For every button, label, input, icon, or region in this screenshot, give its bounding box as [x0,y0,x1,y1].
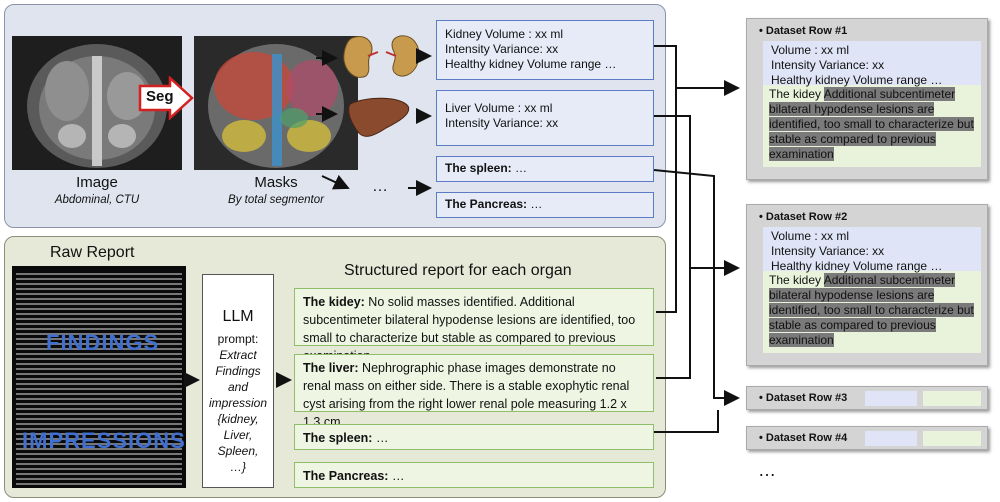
spleen-report-box: The spleen: … [294,424,654,450]
pancreas-report-box: The Pancreas: … [294,462,654,488]
spleen-report-label: The spleen: [303,431,373,445]
dataset-row-3: • Dataset Row #3 [746,386,988,410]
spleen-box-text: … [511,161,528,175]
raw-report-title: Raw Report [50,244,135,261]
dataset-row-features-placeholder [865,391,917,406]
raw-report-image [12,266,186,488]
dataset-row-report-placeholder [923,391,981,406]
spleen-features-box: The spleen: … [436,156,654,182]
kidney-icon [343,35,420,78]
liver-icon [348,97,410,137]
dataset-row-title: • Dataset Row #2 [759,211,848,223]
dataset-row-report: The kidey Additional subcentimeter bilat… [763,85,981,167]
liver-feature-line: Liver Volume : xx ml [445,101,553,115]
liver-feature-line: Intensity Variance: xx [445,116,559,130]
kidney-report-box: The kidey: No solid masses identified. A… [294,288,654,363]
pancreas-box-label: The Pancreas: [445,197,528,211]
seg-arrow-icon [138,76,194,120]
findings-label: FINDINGS [46,330,160,355]
pancreas-box-text: … [527,197,543,211]
masks-caption: Masks [254,174,298,191]
pancreas-report-label: The Pancreas: [303,469,389,483]
kidney-report-label: The kidey: [303,295,365,309]
llm-title: LLM [222,308,254,325]
report-text-lines [12,266,186,485]
pancreas-report-text: … [388,469,405,483]
dataset-row-title: • Dataset Row #1 [759,25,848,37]
kidney-report-text: No solid masses identified. Additional s… [303,295,636,363]
impressions-label: IMPRESSIONS [22,428,186,453]
spleen-box-label: The spleen: [445,161,512,175]
kidney-feature-line: Healthy kidney Volume range … [445,57,617,71]
kidney-feature-line: Intensity Variance: xx [445,42,559,56]
seg-label: Seg [146,88,174,105]
llm-box [202,274,274,488]
pancreas-features-box: The Pancreas: … [436,192,654,218]
structured-report-title: Structured report for each organ [344,262,572,279]
dataset-row-title: • Dataset Row #4 [759,432,848,444]
dataset-row-title: • Dataset Row #3 [759,392,848,404]
liver-report-label: The liver: [303,361,359,375]
ct-scan-image [12,36,182,170]
liver-report-box: The liver: Nephrographic phase images de… [294,354,654,429]
dataset-row-1: • Dataset Row #1 Volume : xx ml Intensit… [746,18,988,180]
kidney-features-box: Kidney Volume : xx ml Intensity Variance… [436,20,654,80]
llm-prompt-text: Extract Findings and impression {kidney,… [208,348,268,474]
image-caption: Image [76,174,118,191]
dataset-row-features: Volume : xx ml Intensity Variance: xx He… [763,41,981,87]
image-subcaption: Abdominal, CTU [54,194,140,206]
masks-subcaption: By total segmentor [228,194,324,206]
dataset-row-2: • Dataset Row #2 Volume : xx ml Intensit… [746,204,988,366]
dataset-row-features: Volume : xx ml Intensity Variance: xx He… [763,227,981,273]
dataset-row-report: The kidey Additional subcentimeter bilat… [763,271,981,353]
liver-features-box: Liver Volume : xx ml Intensity Variance:… [436,90,654,146]
spleen-report-text: … [372,431,389,445]
kidney-feature-line: Kidney Volume : xx ml [445,27,564,41]
dataset-row-features-placeholder [865,431,917,446]
dataset-row-4: • Dataset Row #4 [746,426,988,450]
rows-ellipsis: … [758,460,776,480]
dataset-row-report-placeholder [923,431,981,446]
organs-ellipsis: … [372,178,388,195]
llm-prompt-label: prompt: [217,332,259,346]
